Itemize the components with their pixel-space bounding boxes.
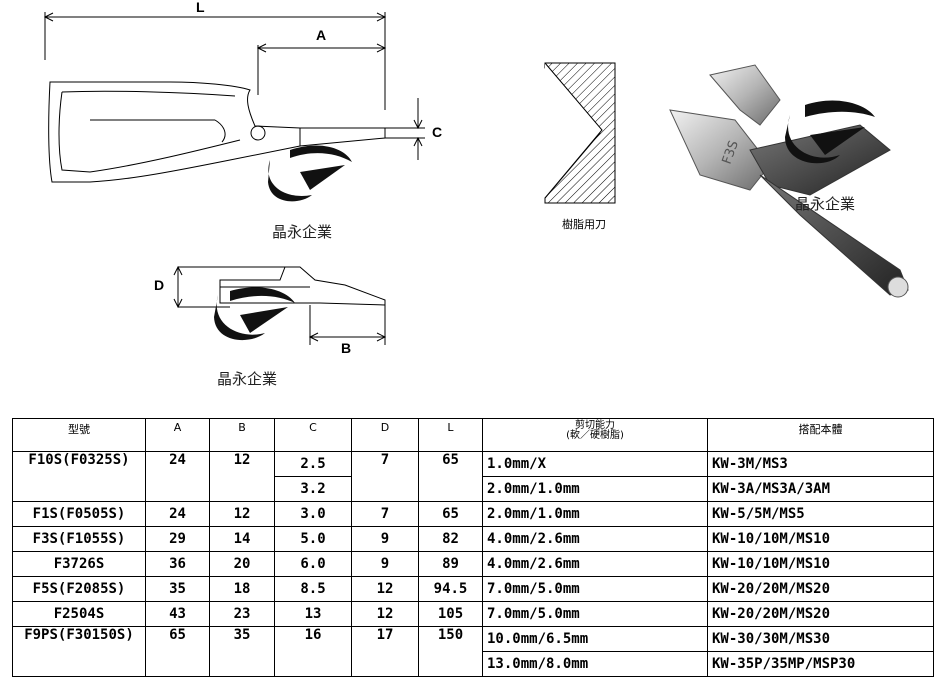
header-c: C	[274, 418, 352, 452]
cell-b: 23	[209, 601, 275, 627]
cell-a: 24	[145, 501, 210, 527]
cell-d: 9	[351, 551, 419, 577]
cell-body: KW-20/20M/MS20	[707, 576, 934, 602]
cell-capacity: 1.0mm/X	[482, 451, 708, 477]
cell-capacity: 4.0mm/2.6mm	[482, 551, 708, 577]
table-row: F9PS(F30150S) 65 35 16 17 150 10.0mm/6.5…	[12, 626, 934, 677]
cell-c: 8.5	[274, 576, 352, 602]
cell-l: 150	[418, 626, 483, 677]
table-row: 13.0mm/8.0mm KW-35P/35MP/MSP30	[13, 651, 934, 677]
cell-d: 7	[351, 501, 419, 527]
cell-capacity: 4.0mm/2.6mm	[482, 526, 708, 552]
cell-b: 12	[209, 451, 275, 502]
cell-a: 65	[145, 626, 210, 677]
table-row: F2504S 43 23 13 12 105 7.0mm/5.0mm KW-20…	[12, 601, 934, 627]
cell-body: KW-3M/MS3	[707, 451, 934, 477]
watermark-text-3: 晶永企業	[795, 195, 856, 213]
header-capacity: 剪切能力 (軟／硬樹脂)	[482, 418, 708, 452]
table-header-row: 型號 A B C D L 剪切能力 (軟／硬樹脂) 搭配本體	[12, 418, 934, 452]
header-l: L	[418, 418, 483, 452]
product-photo: F3S	[669, 64, 909, 298]
header-a: A	[145, 418, 210, 452]
header-d: D	[351, 418, 419, 452]
cell-c: 13	[274, 601, 352, 627]
cell-c: 6.0	[274, 551, 352, 577]
cell-d: 7	[351, 451, 419, 502]
table-row: 3.2 2.0mm/1.0mm KW-3A/MS3A/3AM	[13, 476, 934, 502]
header-model: 型號	[12, 418, 146, 452]
spec-table: 型號 A B C D L 剪切能力 (軟／硬樹脂) 搭配本體 F10S(F032…	[12, 418, 934, 677]
cell-capacity: 2.0mm/1.0mm	[482, 476, 708, 502]
cell-body: KW-5/5M/MS5	[707, 501, 934, 527]
cell-model: F5S(F2085S)	[12, 576, 146, 602]
cell-l: 82	[418, 526, 483, 552]
cell-model: F3726S	[12, 551, 146, 577]
cell-b: 14	[209, 526, 275, 552]
header-body: 搭配本體	[707, 418, 934, 452]
cell-capacity: 10.0mm/6.5mm	[482, 626, 708, 652]
watermark-logo-3	[785, 100, 875, 164]
header-b: B	[209, 418, 275, 452]
cell-c: 2.5	[274, 451, 352, 477]
cell-l: 89	[418, 551, 483, 577]
table-row: F3726S 36 20 6.0 9 89 4.0mm/2.6mm KW-10/…	[12, 551, 934, 577]
cell-b: 12	[209, 501, 275, 527]
cell-body: KW-3A/MS3A/3AM	[707, 476, 934, 502]
table-row: F10S(F0325S) 24 12 2.5 7 65 1.0mm/X KW-3…	[12, 451, 934, 502]
watermark-logo-2	[214, 287, 295, 341]
cell-body: KW-35P/35MP/MSP30	[707, 651, 934, 677]
cell-c: 3.0	[274, 501, 352, 527]
cell-a: 36	[145, 551, 210, 577]
cell-capacity: 7.0mm/5.0mm	[482, 601, 708, 627]
dim-label-c: C	[432, 124, 443, 140]
cell-body: KW-20/20M/MS20	[707, 601, 934, 627]
cell-l: 94.5	[418, 576, 483, 602]
dim-label-a: A	[316, 27, 327, 43]
dim-label-b: B	[341, 340, 352, 356]
cell-l: 105	[418, 601, 483, 627]
header-capacity-label: 剪切能力	[575, 420, 615, 431]
header-capacity-sub: (軟／硬樹脂)	[566, 430, 624, 441]
blade-top-drawing	[173, 265, 387, 345]
cell-d: 17	[351, 626, 419, 677]
cell-c: 5.0	[274, 526, 352, 552]
cell-a: 29	[145, 526, 210, 552]
cell-b: 18	[209, 576, 275, 602]
cell-model: F9PS(F30150S)	[12, 626, 146, 677]
cell-d: 12	[351, 601, 419, 627]
cell-a: 24	[145, 451, 210, 502]
cell-model: F10S(F0325S)	[12, 451, 146, 502]
cell-b: 35	[209, 626, 275, 677]
cell-l: 65	[418, 501, 483, 527]
blade-caption: 樹脂用刀	[562, 218, 606, 231]
cell-d: 9	[351, 526, 419, 552]
cell-body: KW-10/10M/MS10	[707, 551, 934, 577]
watermark-text-2: 晶永企業	[217, 370, 278, 388]
cell-capacity: 2.0mm/1.0mm	[482, 501, 708, 527]
table-row: F3S(F1055S) 29 14 5.0 9 82 4.0mm/2.6mm K…	[12, 526, 934, 552]
cell-model: F1S(F0505S)	[12, 501, 146, 527]
dim-label-l: L	[196, 0, 205, 15]
dim-label-d: D	[154, 277, 165, 293]
cell-model: F3S(F1055S)	[12, 526, 146, 552]
cell-a: 43	[145, 601, 210, 627]
cell-l: 65	[418, 451, 483, 502]
cell-body: KW-10/10M/MS10	[707, 526, 934, 552]
cell-c: 3.2	[274, 476, 352, 502]
table-row: F1S(F0505S) 24 12 3.0 7 65 2.0mm/1.0mm K…	[12, 501, 934, 527]
cell-body: KW-30/30M/MS30	[707, 626, 934, 652]
cell-capacity: 13.0mm/8.0mm	[482, 651, 708, 677]
watermark-logo-1	[268, 145, 352, 202]
table-row: F5S(F2085S) 35 18 8.5 12 94.5 7.0mm/5.0m…	[12, 576, 934, 602]
cell-model: F2504S	[12, 601, 146, 627]
blade-side-drawing	[43, 12, 425, 202]
watermark-text-1: 晶永企業	[272, 223, 333, 241]
cell-b: 20	[209, 551, 275, 577]
cell-d: 12	[351, 576, 419, 602]
cell-a: 35	[145, 576, 210, 602]
resin-blade-section	[544, 62, 616, 204]
cell-capacity: 7.0mm/5.0mm	[482, 576, 708, 602]
cell-c: 16	[274, 626, 352, 677]
